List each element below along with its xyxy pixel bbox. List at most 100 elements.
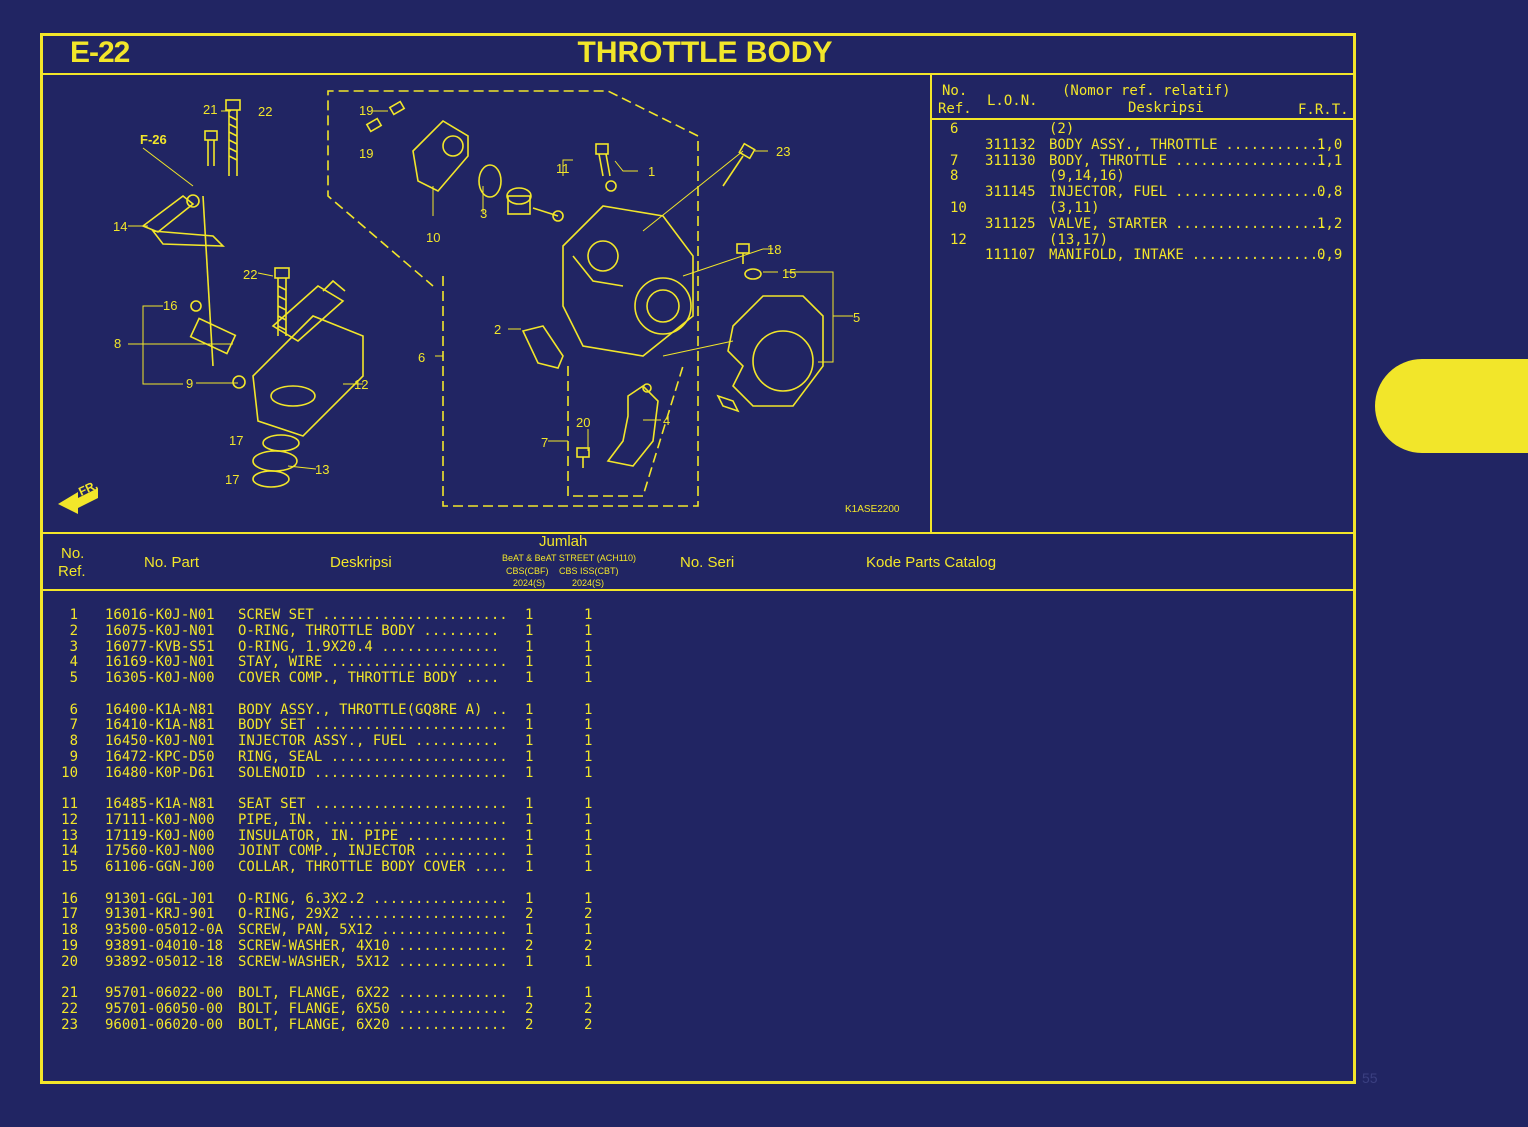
part-number: 17111-K0J-N00 — [105, 811, 215, 828]
qty-cbs-iss: 1 — [584, 717, 593, 734]
table-row: 3 16077-KVB-S51 O-RING, 1.9X20.4 .........… — [50, 639, 670, 655]
frt-value: 1,1 — [1317, 152, 1343, 169]
part-desc: STAY, WIRE ..................... — [238, 654, 508, 671]
frt-row: 8(9,14,16) — [932, 168, 1352, 184]
qty-cbs-iss: 1 — [584, 811, 593, 828]
callout-10: 10 — [426, 230, 440, 245]
frt-header-no: No. — [942, 83, 968, 99]
part-desc: SOLENOID ....................... — [238, 764, 508, 781]
frt-row: 12 (13,17) — [932, 232, 1352, 248]
part-number: 16400-K1A-N81 — [105, 701, 215, 718]
part-ref: 11 — [61, 796, 78, 812]
part-desc: O-RING, THROTTLE BODY ......... — [238, 622, 500, 639]
frt-value: 0,9 — [1317, 247, 1343, 264]
frt-value: 1,2 — [1317, 215, 1343, 232]
frt-ref: 6 — [950, 121, 959, 137]
part-desc: SEAT SET ....................... — [238, 796, 508, 812]
part-number: 16077-KVB-S51 — [105, 638, 215, 655]
part-ref: 2 — [69, 622, 78, 639]
callout-19b: 19 — [359, 146, 373, 161]
frt-desc: MANIFOLD, INTAKE — [1049, 247, 1184, 264]
part-number: 96001-06020-00 — [105, 1016, 224, 1033]
page-frame — [40, 33, 1356, 1084]
frt-header-ref: Ref. — [938, 101, 972, 117]
part-desc: RING, SEAL ..................... — [238, 748, 508, 765]
part-desc: SCREW SET ...................... — [238, 607, 508, 623]
frt-desc: (9,14,16) — [1049, 168, 1125, 185]
frt-header-desc: Deskripsi — [1128, 100, 1204, 116]
part-ref: 20 — [61, 953, 78, 970]
frt-desc: (13,17) — [1049, 231, 1109, 248]
frt-desc: VALVE, STARTER — [1049, 215, 1168, 232]
part-ref: 3 — [69, 638, 78, 655]
part-ref: 15 — [61, 859, 78, 876]
qty-cbs-iss: 1 — [584, 953, 593, 970]
part-desc: INJECTOR ASSY., FUEL .......... — [238, 733, 500, 750]
gasket-2 — [521, 325, 564, 369]
part-number: 93500-05012-0A — [105, 922, 224, 939]
qty-cbs-iss: 1 — [584, 859, 593, 876]
part-ref: 5 — [69, 670, 78, 687]
part-desc: O-RING, 1.9X20.4 .............. — [238, 638, 500, 655]
side-tab[interactable] — [1375, 359, 1528, 453]
callout-22: 22 — [258, 104, 272, 119]
qty-cbs: 2 — [525, 937, 534, 954]
frt-header-frt: F.R.T. — [1298, 102, 1349, 118]
frt-row: 6(2) — [932, 121, 1352, 137]
frt-lon: 311132 — [985, 136, 1036, 153]
qty-cbs-iss: 1 — [584, 764, 593, 781]
part-number: 16472-KPC-D50 — [105, 748, 215, 765]
part-number: 16305-K0J-N00 — [105, 670, 215, 687]
collar-15 — [744, 268, 762, 280]
qty-cbs-iss: 1 — [584, 843, 593, 860]
qty-cbs: 1 — [525, 953, 534, 970]
qty-cbs-iss: 2 — [584, 937, 593, 954]
part-ref: 21 — [61, 985, 78, 1001]
parts-header-catalog: Kode Parts Catalog — [866, 554, 997, 571]
section-code: E-22 — [70, 36, 130, 69]
qty-cbs-iss: 1 — [584, 890, 593, 907]
qty-cbs-iss: 2 — [584, 906, 593, 923]
part-ref: 10 — [61, 764, 78, 781]
callout-2: 2 — [494, 322, 501, 337]
qty-cbs-iss: 1 — [584, 827, 593, 844]
callout-16: 16 — [163, 298, 177, 313]
qty-cbs-iss: 1 — [584, 607, 593, 623]
part-number: 16450-K0J-N01 — [105, 733, 215, 750]
callout-17a: 17 — [229, 433, 243, 448]
qty-cbs-iss: 1 — [584, 748, 593, 765]
cover-5 — [716, 295, 824, 413]
part-number: 16075-K0J-N01 — [105, 622, 215, 639]
qty-cbs-iss: 1 — [584, 638, 593, 655]
frt-dots: .................. — [1175, 184, 1327, 201]
callout-21: 21 — [203, 102, 217, 117]
part-desc: BODY SET ....................... — [238, 717, 508, 734]
qty-cbs: 1 — [525, 890, 534, 907]
qty-cbs-iss: 2 — [584, 1000, 593, 1017]
parts-header-jumlah: Jumlah — [539, 533, 588, 550]
part-ref: 22 — [61, 1000, 78, 1017]
diagram-divider — [930, 75, 932, 533]
qty-cbs: 1 — [525, 985, 534, 1001]
callout-13: 13 — [315, 462, 329, 477]
callout-20: 20 — [576, 415, 590, 430]
callout-19a: 19 — [359, 103, 373, 118]
frt-lon: 311125 — [985, 215, 1036, 232]
part-number: 16480-K0P-D61 — [105, 764, 215, 781]
qty-cbs-iss: 2 — [584, 1016, 593, 1033]
frt-desc: BODY ASSY., THROTTLE — [1049, 136, 1218, 153]
leader-lines — [128, 110, 853, 470]
qty-cbs: 1 — [525, 622, 534, 639]
frt-ref: 12 — [950, 231, 967, 248]
qty-cbs: 1 — [525, 701, 534, 718]
qty-cbs-iss: 1 — [584, 733, 593, 750]
part-number: 16410-K1A-N81 — [105, 717, 215, 734]
